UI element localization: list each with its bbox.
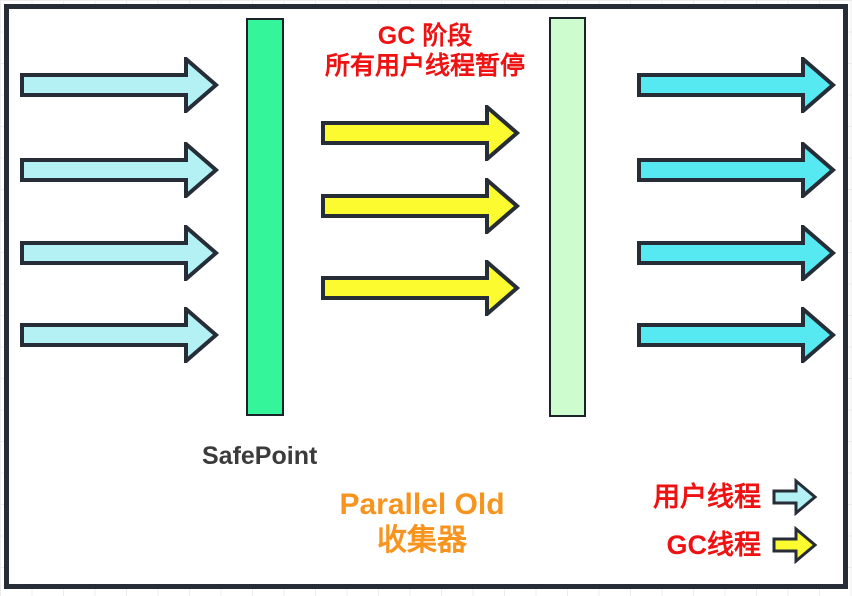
user-thread-arrow <box>20 57 220 113</box>
safepoint-label: SafePoint <box>202 442 318 470</box>
collector-title: Parallel Old 收集器 <box>322 487 522 559</box>
user-thread-arrow <box>20 142 220 198</box>
collector-title-line1: Parallel Old <box>339 488 505 521</box>
gc-thread-legend-arrow <box>772 526 818 564</box>
gc-end-bar <box>549 17 586 417</box>
collector-title-line2: 收集器 <box>377 524 467 557</box>
user-thread-arrow <box>637 225 837 281</box>
gc-thread-arrow <box>321 105 521 161</box>
legend-gc-thread: GC线程 <box>667 526 819 564</box>
user-thread-arrow <box>637 57 837 113</box>
gc-thread-arrow <box>321 260 521 316</box>
safepoint-bar <box>246 18 284 416</box>
user-thread-arrow <box>637 142 837 198</box>
user-thread-arrow <box>637 307 837 363</box>
gc-phase-note: GC 阶段 所有用户线程暂停 <box>302 21 548 81</box>
gc-thread-arrow <box>321 178 521 234</box>
legend-user-thread: 用户线程 <box>653 478 818 516</box>
user-thread-legend-arrow <box>772 478 818 516</box>
gc-phase-note-line1: GC 阶段 <box>377 22 473 50</box>
legend-gc-thread-label: GC线程 <box>666 530 762 560</box>
user-thread-arrow <box>20 225 220 281</box>
gc-phase-note-line2: 所有用户线程暂停 <box>324 52 525 80</box>
legend-user-thread-label: 用户线程 <box>653 482 761 512</box>
user-thread-arrow <box>20 307 220 363</box>
